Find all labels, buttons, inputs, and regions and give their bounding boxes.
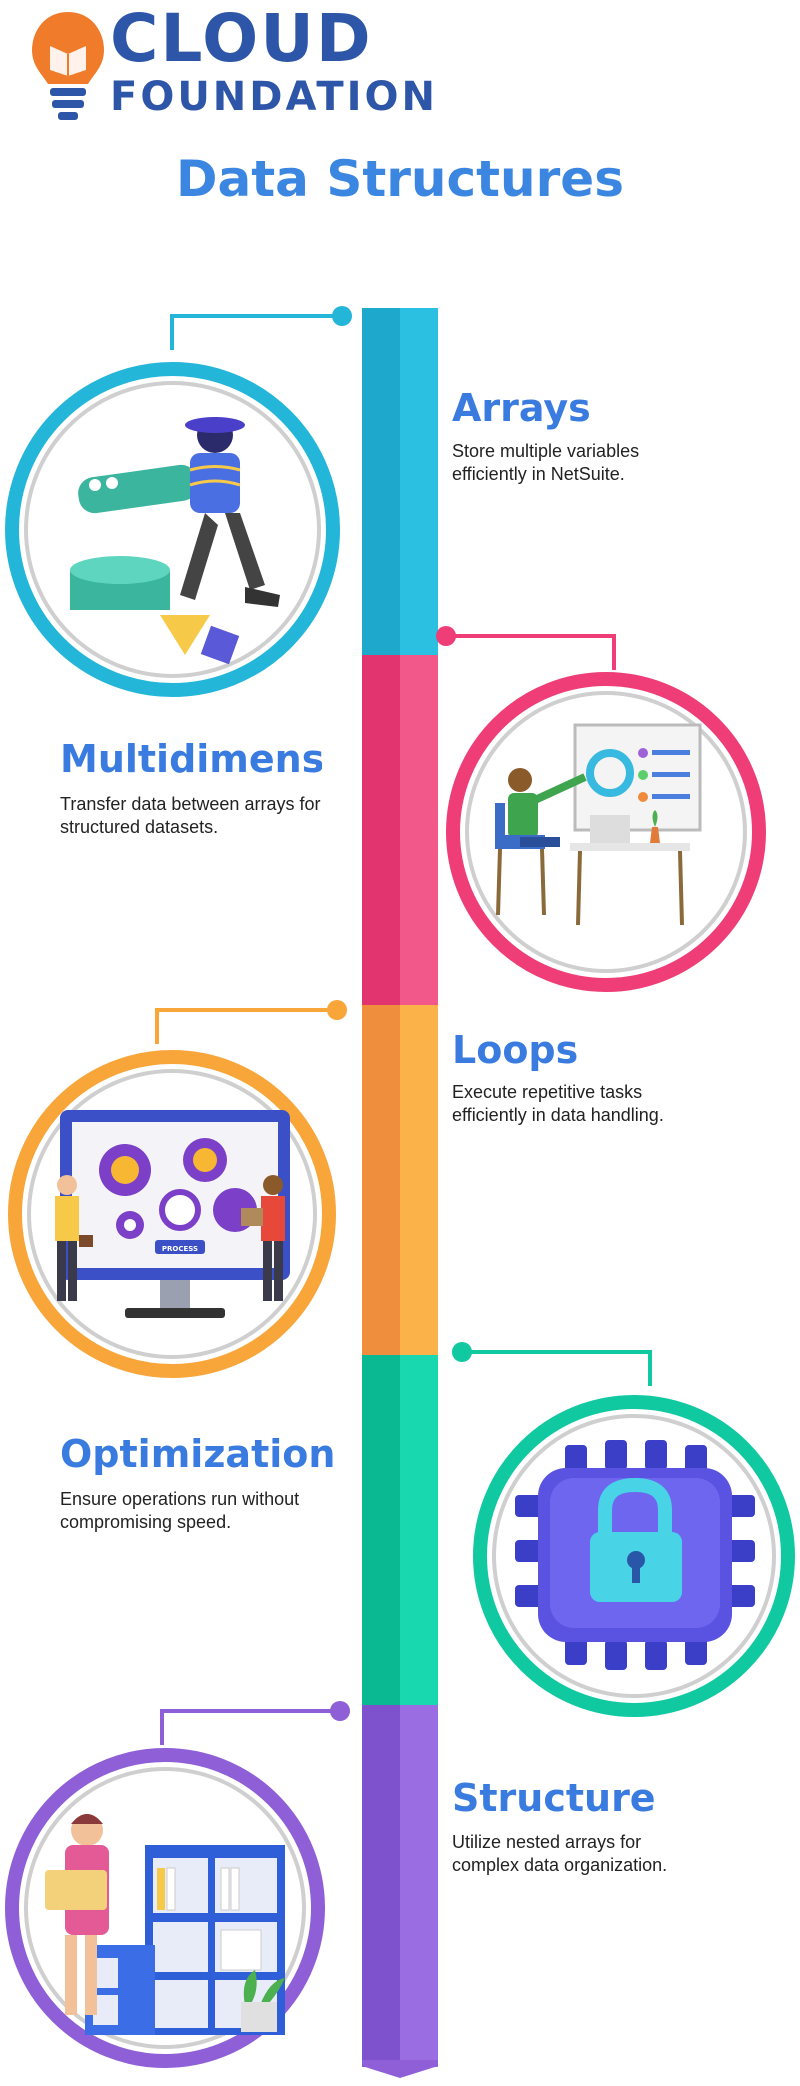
section-desc-structure: Utilize nested arrays for complex data o…: [452, 1831, 782, 1877]
person-carrying-database-icon: [70, 417, 280, 665]
process-gears-monitor-icon: PROCESS: [55, 1110, 290, 1318]
connector-loops-drop: [155, 1008, 159, 1044]
desc-line: Utilize nested arrays for: [452, 1832, 642, 1852]
timeline-segment-optimization: [362, 1355, 438, 1713]
connector-dot-arrays: [332, 306, 352, 326]
connector-arrays: [172, 314, 344, 318]
section-heading-loops: Loops: [452, 1028, 579, 1072]
connector-multidimensional-drop: [612, 634, 616, 670]
connector-structure: [162, 1709, 342, 1713]
brand-word-cloud: CLOUD: [110, 0, 373, 77]
section-heading-structure: Structure: [452, 1776, 656, 1820]
desc-line: complex data organization.: [452, 1855, 668, 1875]
section-desc-multidimensional: Transfer data between arrays for structu…: [60, 793, 360, 839]
timeline-top-cap: [362, 308, 438, 320]
timeline-bottom-cap: [362, 2060, 438, 2078]
brand-logo: [20, 8, 130, 123]
desc-line: structured datasets.: [60, 817, 219, 837]
connector-dot-structure: [330, 1701, 350, 1721]
desc-line: efficiently in data handling.: [452, 1105, 664, 1125]
brand-word-foundation: FOUNDATION: [110, 74, 438, 120]
connector-arrays-drop: [170, 314, 174, 350]
person-at-dashboard-icon: [495, 723, 702, 926]
section-desc-loops: Execute repetitive tasks efficiently in …: [452, 1081, 782, 1127]
desc-line: Store multiple variables: [452, 441, 640, 461]
timeline-segment-structure: [362, 1705, 438, 2067]
section-desc-optimization: Ensure operations run without compromisi…: [60, 1488, 360, 1534]
person-with-shelves-icon: [45, 1814, 285, 2035]
process-label-graphic: PROCESS: [162, 1245, 198, 1253]
desc-line: Ensure operations run without: [60, 1489, 300, 1509]
timeline-segment-loops: [362, 1005, 438, 1363]
connector-dot-loops: [327, 1000, 347, 1020]
timeline-segment-arrays: [362, 308, 438, 663]
connector-loops: [157, 1008, 337, 1012]
desc-line: compromising speed.: [60, 1512, 232, 1532]
lightbulb-book-icon: [32, 12, 104, 120]
connector-multidimensional: [446, 634, 614, 638]
desc-line: Transfer data between arrays for: [60, 794, 321, 814]
section-heading-optimization: Optimization: [60, 1432, 336, 1476]
section-desc-arrays: Store multiple variables efficiently in …: [452, 440, 782, 486]
lock-chip-icon: [515, 1440, 755, 1670]
connector-optimization-drop: [648, 1350, 652, 1386]
page-title: Data Structures: [176, 150, 624, 208]
desc-line: efficiently in NetSuite.: [452, 464, 625, 484]
section-heading-arrays: Arrays: [452, 386, 591, 430]
connector-optimization: [462, 1350, 652, 1354]
desc-line: Execute repetitive tasks: [452, 1082, 643, 1102]
connector-structure-drop: [160, 1709, 164, 1745]
timeline-segment-multidimensional: [362, 655, 438, 1013]
section-heading-multidimensional: Multidimensional: [60, 737, 322, 781]
